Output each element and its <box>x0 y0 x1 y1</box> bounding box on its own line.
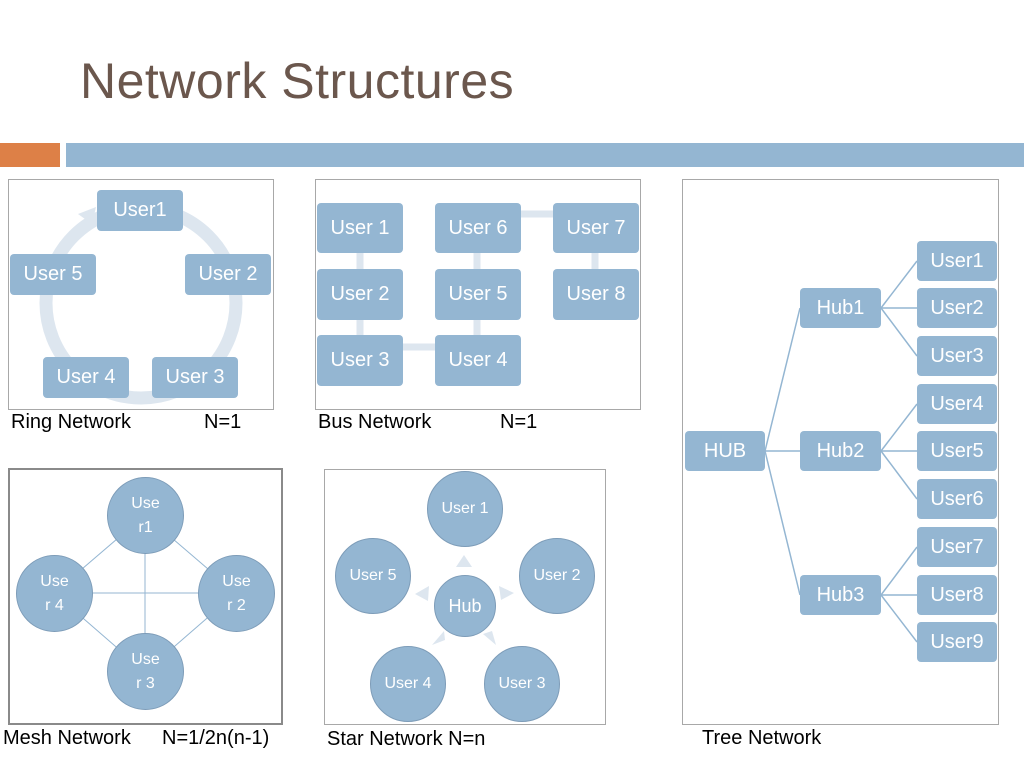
tree-root-hub: HUB <box>685 431 765 471</box>
star-arrow-right-icon <box>499 586 514 600</box>
ring-node-user5: User 5 <box>10 254 96 295</box>
tree-user9: User9 <box>917 622 997 662</box>
mesh-node-user1: Use r1 <box>107 477 184 554</box>
accent-bar-orange <box>0 143 60 167</box>
mesh-node-user3: Use r 3 <box>107 633 184 710</box>
mesh-caption: Mesh Network <box>3 727 131 749</box>
bus-node-user8: User 8 <box>553 269 639 320</box>
tree-user2: User2 <box>917 288 997 328</box>
star-node-user2: User 2 <box>519 538 595 614</box>
star-arrow-downright-icon <box>483 631 496 645</box>
star-node-user4: User 4 <box>370 646 446 722</box>
tree-user1: User1 <box>917 241 997 281</box>
ring-caption: Ring Network <box>11 411 132 433</box>
mesh-node-user2: Use r 2 <box>198 555 275 632</box>
bus-node-user1: User 1 <box>317 203 403 253</box>
tree-caption: Tree Network <box>702 727 822 749</box>
bus-node-user5: User 5 <box>435 269 521 320</box>
tree-hub2: Hub2 <box>800 431 881 471</box>
star-node-user5: User 5 <box>335 538 411 614</box>
mesh-node-user4: Use r 4 <box>16 555 93 632</box>
ring-node-user4: User 4 <box>43 357 129 398</box>
ring-node-user3: User 3 <box>152 357 238 398</box>
tree-user5: User5 <box>917 431 997 471</box>
tree-user7: User7 <box>917 527 997 567</box>
tree-user6: User6 <box>917 479 997 519</box>
accent-bar-blue <box>66 143 1024 167</box>
bus-node-user2: User 2 <box>317 269 403 320</box>
bus-node-user6: User 6 <box>435 203 521 253</box>
ring-node-user2: User 2 <box>185 254 271 295</box>
tree-hub1: Hub1 <box>800 288 881 328</box>
star-caption: Star Network N=n <box>327 728 486 750</box>
bus-node-user4: User 4 <box>435 335 521 386</box>
bus-node-user7: User 7 <box>553 203 639 253</box>
star-node-user3: User 3 <box>484 646 560 722</box>
star-node-user1: User 1 <box>427 471 503 547</box>
tree-user4: User4 <box>917 384 997 424</box>
star-arrow-left-icon <box>415 586 429 601</box>
bus-caption: Bus Network <box>318 411 432 433</box>
bus-n-label: N=1 <box>500 411 538 433</box>
star-hub: Hub <box>434 575 496 637</box>
tree-hub3: Hub3 <box>800 575 881 615</box>
star-arrow-downleft-icon <box>432 631 445 645</box>
tree-user3: User3 <box>917 336 997 376</box>
bus-node-user3: User 3 <box>317 335 403 386</box>
ring-n-label: N=1 <box>204 411 242 433</box>
mesh-n-label: N=1/2n(n-1) <box>162 727 270 749</box>
tree-user8: User8 <box>917 575 997 615</box>
ring-node-user1: User1 <box>97 190 183 231</box>
page-title: Network Structures <box>80 53 515 109</box>
ring-arrow-icon <box>78 207 96 224</box>
star-arrow-up-icon <box>456 555 472 567</box>
